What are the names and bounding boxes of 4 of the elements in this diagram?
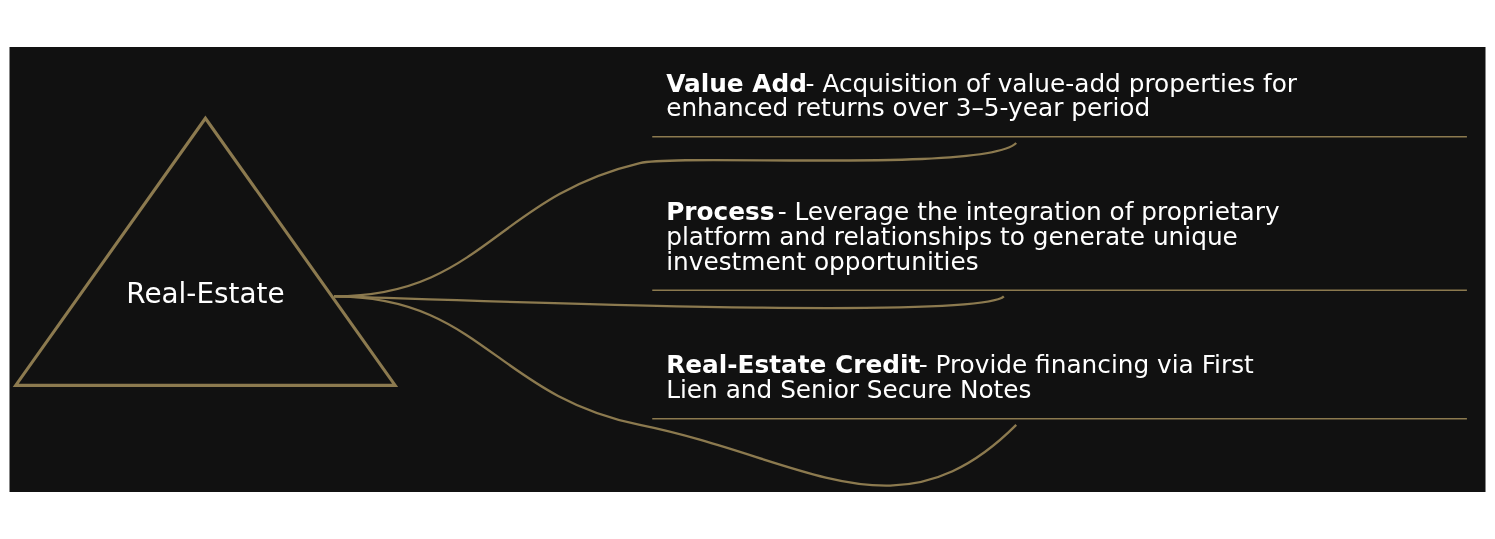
node-text: Value Add- Acquisition of value-add properties for enhanced returns over 3–5-year period xyxy=(666,68,1298,123)
node-text: Process- Leverage the integration of proprietary platform and relationships to generate unique investment opportunities xyxy=(666,197,1280,276)
node-text: Real-Estate Credit- Provide financing via First Lien and Senior Secure Notes xyxy=(666,350,1254,405)
connector xyxy=(333,295,1017,487)
